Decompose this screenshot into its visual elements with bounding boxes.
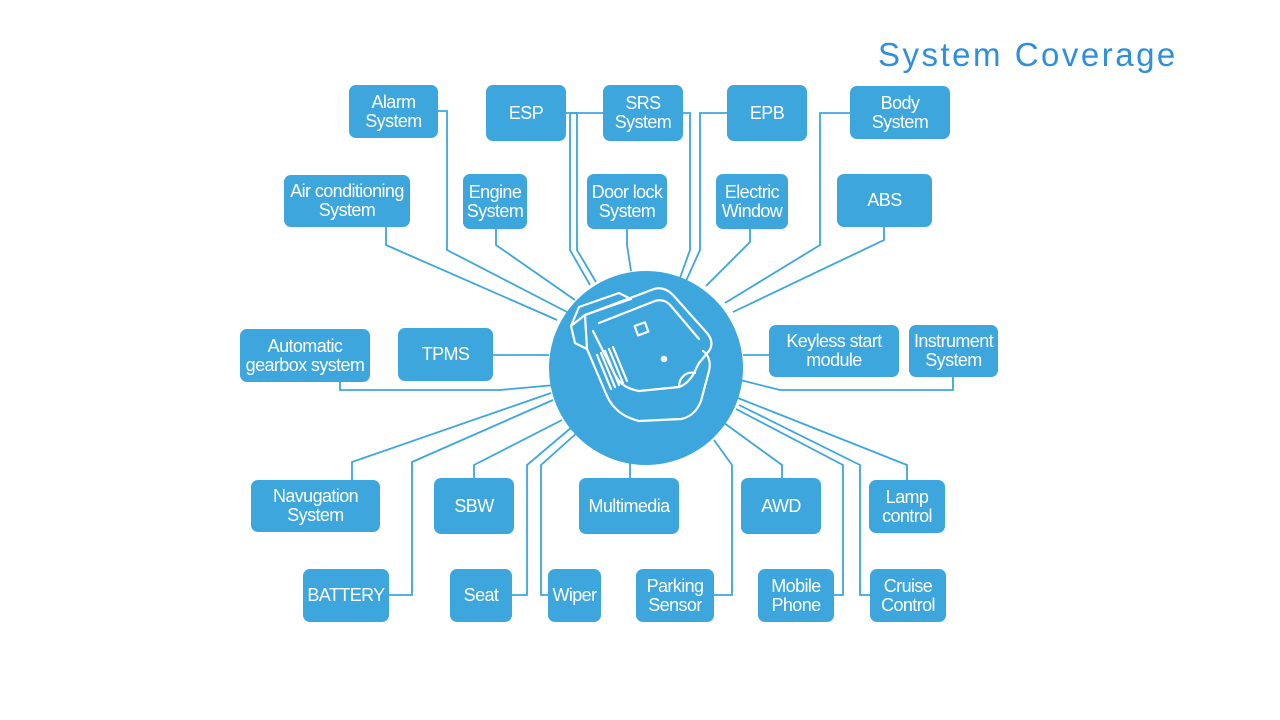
connector-hub-seat xyxy=(512,426,573,596)
connector-hub-sbw xyxy=(473,419,563,478)
node-instrument-system[interactable]: Instrument System xyxy=(909,325,998,377)
node-engine-system[interactable]: Engine System xyxy=(463,174,527,229)
connector-hub-awd xyxy=(719,419,783,478)
node-navigation-system[interactable]: Navugation System xyxy=(251,480,380,532)
node-epb[interactable]: EPB xyxy=(727,85,807,141)
node-automatic-gearbox-system[interactable]: Automatic gearbox system xyxy=(240,329,370,382)
connector-hub-abs xyxy=(732,227,885,313)
node-wiper[interactable]: Wiper xyxy=(548,569,601,622)
connector-hub-parking xyxy=(713,439,733,596)
node-air-conditioning-system[interactable]: Air conditioning System xyxy=(284,175,410,227)
hub-circle xyxy=(549,271,743,465)
node-srs-system[interactable]: SRS System xyxy=(603,85,683,141)
connector-hub-gearbox xyxy=(339,382,556,391)
connector-hub-aircon xyxy=(385,227,558,321)
connector-hub-mobile xyxy=(735,408,844,596)
diagram-title: System Coverage xyxy=(878,36,1178,73)
node-keyless-start-module[interactable]: Keyless start module xyxy=(769,325,899,377)
node-cruise-control[interactable]: Cruise Control xyxy=(870,569,946,622)
node-body-system[interactable]: Body System xyxy=(850,86,950,139)
obd-scanner-device-icon xyxy=(569,287,713,423)
node-electric-window[interactable]: Electric Window xyxy=(716,174,788,229)
connector-hub-navigation xyxy=(351,392,552,480)
connector-hub-epb xyxy=(685,112,727,282)
node-sbw[interactable]: SBW xyxy=(434,478,514,534)
node-alarm-system[interactable]: Alarm System xyxy=(349,85,438,138)
node-battery[interactable]: BATTERY xyxy=(303,569,389,622)
connector-hub-srs-2 xyxy=(679,112,691,279)
node-seat[interactable]: Seat xyxy=(450,569,512,622)
node-parking-sensor[interactable]: Parking Sensor xyxy=(636,569,714,622)
node-tpms[interactable]: TPMS xyxy=(398,328,493,381)
node-mobile-phone[interactable]: Mobile Phone xyxy=(758,569,834,622)
connector-hub-battery xyxy=(389,399,554,596)
node-door-lock-system[interactable]: Door lock System xyxy=(587,174,667,229)
connector-hub-alarm xyxy=(438,110,568,313)
connector-hub-wiper xyxy=(540,430,580,596)
connector-hub-srs-1 xyxy=(569,112,603,286)
node-awd[interactable]: AWD xyxy=(741,478,821,534)
connector-hub-engine xyxy=(495,229,576,301)
node-esp[interactable]: ESP xyxy=(486,85,566,141)
connector-hub-lamp xyxy=(737,397,908,480)
node-multimedia[interactable]: Multimedia xyxy=(579,478,679,534)
connector-hub-cruise xyxy=(738,404,870,596)
connector-hub-window xyxy=(705,229,751,287)
node-lamp-control[interactable]: Lamp control xyxy=(869,480,945,533)
connector-hub-instrument xyxy=(739,377,954,391)
connector-hub-body xyxy=(724,112,850,304)
connector-hub-doorlock xyxy=(626,229,632,272)
node-abs[interactable]: ABS xyxy=(837,174,932,227)
